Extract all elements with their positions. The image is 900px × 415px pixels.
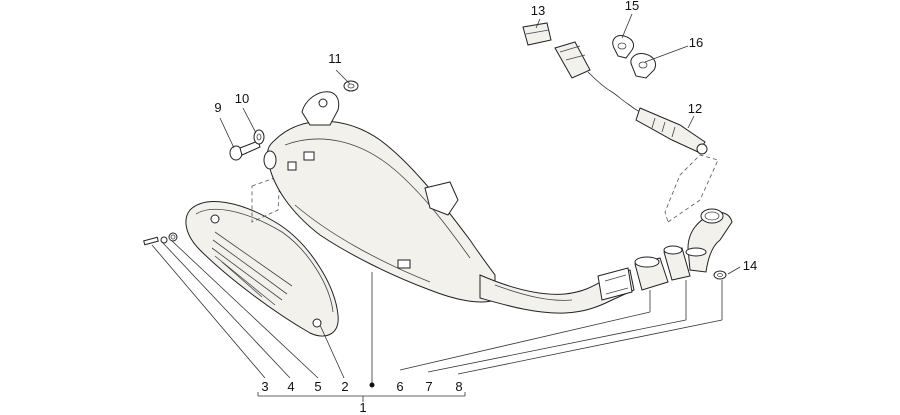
connecting-sleeve (634, 256, 669, 291)
connector-cap (522, 22, 552, 46)
callout-2: 2 (341, 379, 348, 394)
exhaust-pipe (479, 267, 635, 314)
callout-5: 5 (314, 379, 321, 394)
callout-3: 3 (261, 379, 268, 394)
callout-9: 9 (214, 100, 221, 115)
callout-4: 4 (287, 379, 294, 394)
callout-13: 13 (531, 3, 545, 18)
exhaust-elbow (685, 208, 733, 273)
callout-12: 12 (688, 101, 702, 116)
nut (713, 270, 727, 280)
cable-clip-large (630, 53, 657, 79)
washer (253, 129, 265, 145)
callout-10: 10 (235, 91, 249, 106)
callout-15: 15 (625, 0, 639, 13)
callout-11: 11 (328, 51, 342, 66)
leader-lines (151, 13, 741, 402)
shield-fasteners (143, 232, 178, 246)
heat-shield (185, 201, 339, 337)
callout-6: 6 (396, 379, 403, 394)
cable-clip (612, 35, 635, 59)
callout-14: 14 (743, 258, 757, 273)
muffler (263, 91, 496, 303)
callout-7: 7 (425, 379, 432, 394)
lambda-sensor (554, 41, 708, 155)
screw (229, 140, 261, 161)
washer-top (343, 80, 359, 92)
callout-8: 8 (455, 379, 462, 394)
pipe-clamp (663, 245, 691, 281)
callout-16: 16 (689, 35, 703, 50)
callout-1: 1 (359, 400, 366, 415)
